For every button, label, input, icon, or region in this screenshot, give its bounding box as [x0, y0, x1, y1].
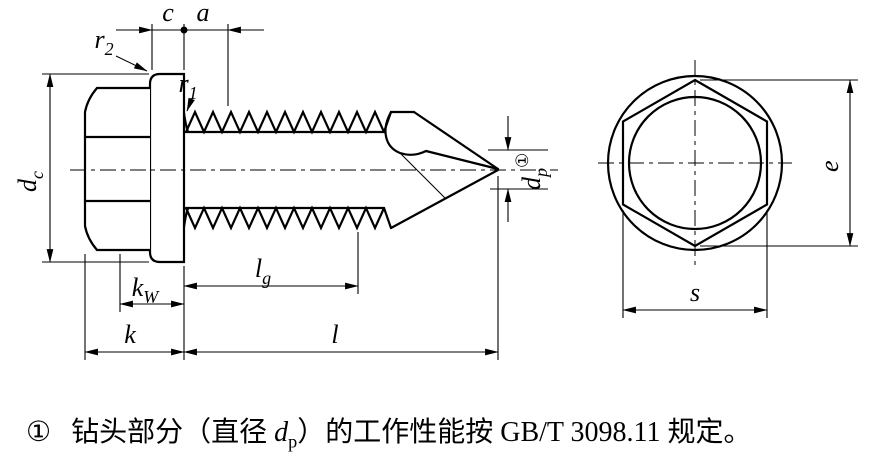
drill-point-cone-top [412, 110, 500, 171]
label-dc: dc [13, 171, 47, 192]
footnote-text-before: 钻头部分（直径 [71, 417, 275, 448]
label-lg: lg [255, 254, 271, 288]
label-c: c [162, 0, 174, 27]
label-dp: dp① [513, 153, 551, 190]
dim-k: k [84, 254, 185, 360]
dim-dc: dc [13, 73, 149, 263]
dim-kw: kW [119, 254, 185, 312]
label-a: a [197, 0, 210, 27]
dim-l: l [183, 176, 499, 360]
dim-lg: lg [183, 232, 359, 294]
drill-flute-edge [399, 152, 447, 200]
label-kw: kW [132, 273, 161, 307]
dim-r2: r2 [94, 25, 148, 72]
ca-separator-dot [180, 26, 188, 34]
footnote: ① 钻头部分（直径 dp）的工作性能按 GB/T 3098.11 规定。 [26, 410, 751, 453]
dim-e: e [700, 79, 858, 247]
label-s: s [690, 278, 700, 307]
dim-r1: r1 [178, 69, 198, 112]
drill-point-cone-bottom [389, 168, 500, 230]
r1-leader [186, 97, 195, 112]
dim-dp: dp① [488, 116, 551, 222]
footnote-variable-subscript: p [288, 431, 298, 452]
side-view: dc c a r2 r1 dp [13, 0, 558, 360]
footnote-marker: ① [26, 415, 52, 448]
label-r2: r2 [94, 25, 113, 59]
hex-head-outline [83, 86, 150, 252]
end-view: e s [598, 60, 858, 318]
drill-cutting-lip [424, 149, 500, 171]
footnote-variable: d [274, 417, 289, 448]
footnote-text-after: ）的工作性能按 GB/T 3098.11 规定。 [297, 417, 752, 448]
drill-point-bottom-transition [382, 206, 393, 230]
drill-flute-notch [384, 110, 428, 156]
thread-profile-top [184, 109, 386, 135]
label-r1: r1 [178, 69, 197, 103]
dim-c-a: c a [116, 0, 264, 106]
thread-profile-bottom [184, 205, 386, 231]
label-l: l [331, 320, 338, 349]
drill-point [382, 110, 500, 230]
dim-s: s [622, 210, 768, 318]
label-e: e [815, 160, 844, 172]
label-k: k [124, 320, 136, 349]
washer-flange-outline [148, 72, 186, 264]
r2-leader [115, 55, 148, 72]
